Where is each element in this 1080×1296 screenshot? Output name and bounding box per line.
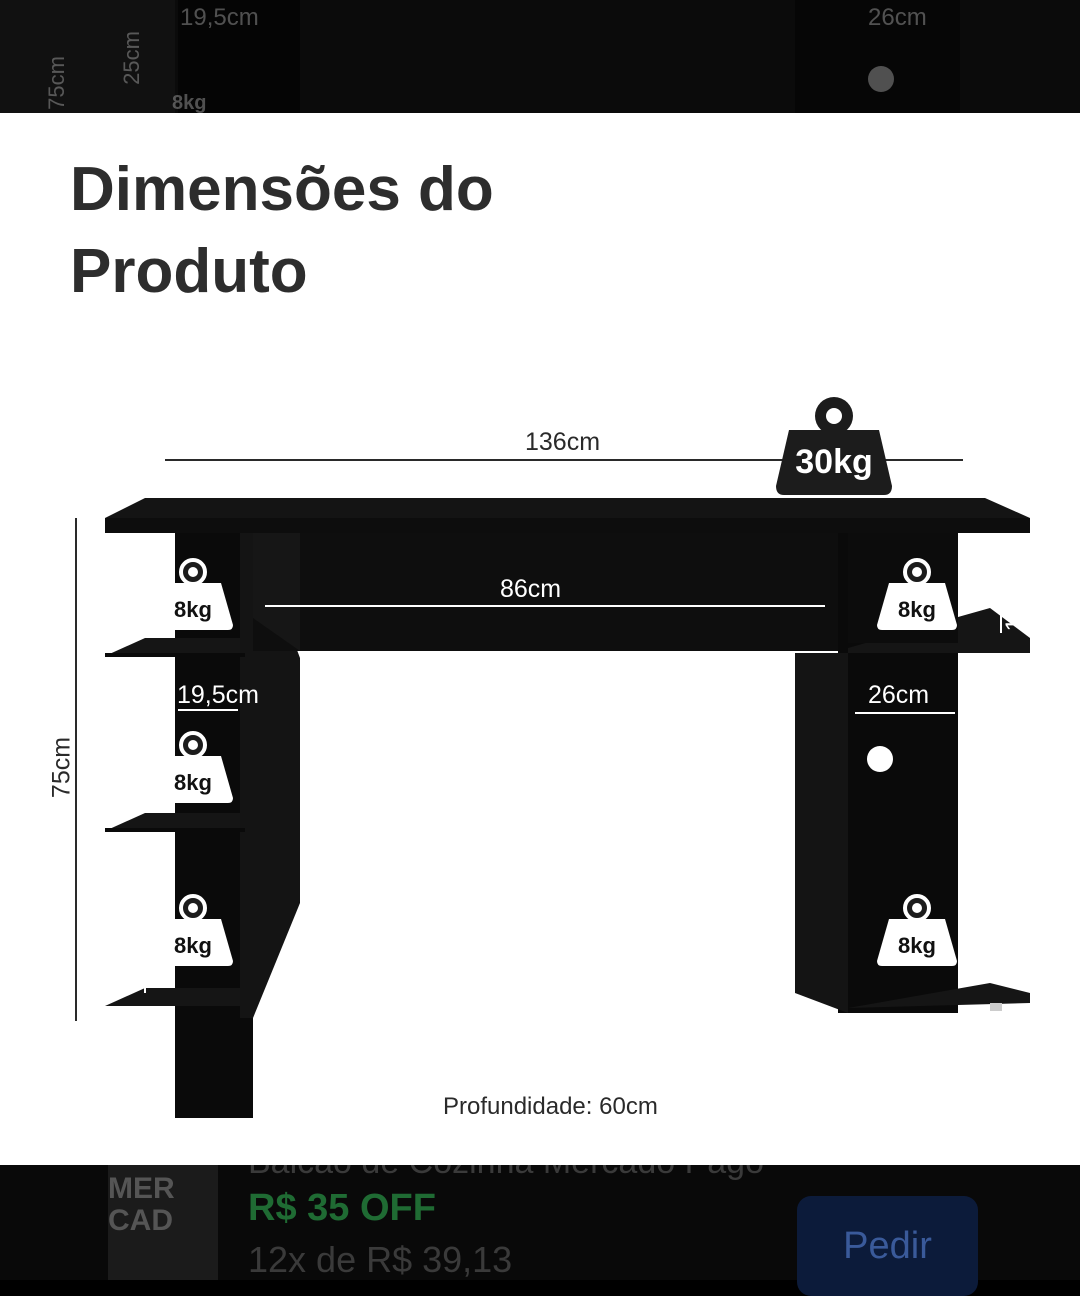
left-shelf-2 (105, 813, 240, 831)
order-button[interactable]: Pedir (797, 1196, 978, 1296)
label-total-height: 75cm (47, 736, 76, 799)
left-tower-side (240, 533, 300, 1018)
label-depth: Profundidade: 60cm (443, 1093, 658, 1120)
label-left-shelf-bottom: 25cm (113, 880, 140, 940)
discount-badge: R$ 35 OFF (248, 1187, 436, 1229)
bg-height-label-a: 75cm (43, 56, 69, 110)
label-right-niche-width: 26cm (868, 681, 930, 709)
bg-width-label: 19,5cm (180, 4, 259, 31)
label-right-shelf-top: 16,5cm (1001, 552, 1028, 632)
label-left-shelf-mid: 25cm (113, 707, 140, 767)
left-shelf-3 (105, 988, 240, 1006)
keyboard-panel (253, 533, 838, 651)
bg-hole (868, 66, 894, 92)
weight-icon-30kg (776, 397, 892, 495)
left-shelf-1 (105, 638, 240, 656)
installment-text: 12x de R$ 39,13 (248, 1239, 513, 1280)
left-tower-panel (240, 533, 253, 1018)
desk-diagram (75, 397, 1030, 1118)
product-dimensions-card: Dimensões do Produto (0, 113, 1080, 1165)
bg-height-label-b: 25cm (118, 31, 144, 85)
right-tower-side (795, 653, 848, 1013)
label-left-niche-width: 19,5cm (177, 681, 259, 709)
bg-panel-left (0, 0, 175, 113)
label-max-load-top: 30kg (795, 443, 873, 481)
background-top-strip: 19,5cm 26cm 75cm 25cm 8kg (0, 0, 1080, 113)
label-load-right-bottom: 8kg (898, 933, 936, 958)
label-load-left-top: 8kg (174, 597, 212, 622)
label-right-cabinet-height: 52cm (1001, 787, 1028, 847)
bg-panel-right (795, 0, 960, 113)
listing-title[interactable]: Balcão de Cozinha Mercado Pago (248, 1165, 808, 1183)
bg-right-label: 26cm (868, 4, 927, 31)
label-load-left-mid: 8kg (174, 770, 212, 795)
page-title-line1: Dimensões do (70, 155, 494, 224)
desk-top-front (105, 518, 1030, 533)
label-inner-width: 86cm (500, 575, 562, 603)
page-title-line2: Produto (70, 237, 308, 306)
label-load-right-top: 8kg (898, 597, 936, 622)
bg-panel-niche (178, 0, 300, 113)
label-load-left-bottom: 8kg (174, 933, 212, 958)
store-logo: MER CAD (108, 1165, 218, 1280)
right-shelf-2 (848, 983, 1030, 1008)
label-left-shelf-top: 16,5cm (113, 552, 140, 632)
bg-load-label: 8kg (172, 92, 207, 113)
label-total-width: 136cm (525, 428, 601, 456)
cable-hole (867, 746, 893, 772)
